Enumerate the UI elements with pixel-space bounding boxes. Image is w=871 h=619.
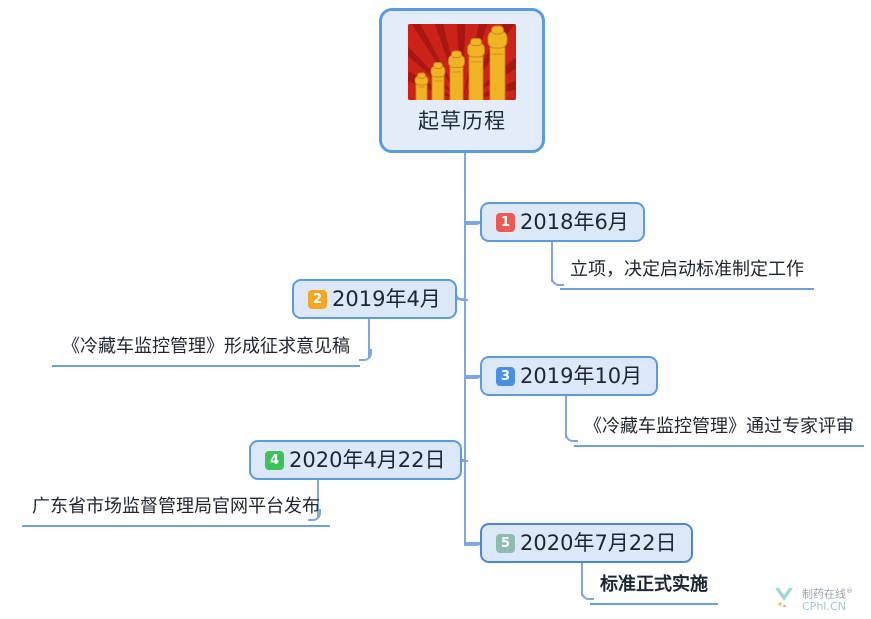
node-3-caption-stem xyxy=(565,396,567,438)
node-5-date: 2020年7月22日 xyxy=(520,530,677,555)
node-3-index-badge: 3 xyxy=(496,366,515,386)
node-3[interactable]: 3 2019年10月 xyxy=(480,356,659,396)
node-1-caption-elbow xyxy=(551,274,564,286)
root-node-label: 起草历程 xyxy=(418,109,506,133)
node-1-index-badge: 1 xyxy=(496,212,515,232)
node-3-caption-elbow xyxy=(565,430,578,442)
node-5-caption-stem xyxy=(581,563,583,596)
node-5-caption-elbow xyxy=(581,588,594,600)
branch-line-3 xyxy=(464,375,486,377)
raised-fists-illustration xyxy=(408,24,516,100)
node-1-date: 2018年6月 xyxy=(520,209,629,234)
watermark-registered-mark: ® xyxy=(846,586,853,595)
node-4-caption: 广东省市场监督管理局官网平台发布 xyxy=(22,494,330,527)
watermark: 制药在线® CPhI.CN xyxy=(772,582,867,616)
node-4-date: 2020年4月22日 xyxy=(289,447,446,472)
node-5-caption: 标准正式实施 xyxy=(590,572,718,605)
node-4[interactable]: 4 2020年4月22日 xyxy=(249,440,462,480)
cphi-logo-icon xyxy=(772,585,798,613)
node-5[interactable]: 5 2020年7月22日 xyxy=(480,523,693,563)
node-2-index-badge: 2 xyxy=(308,289,327,309)
branch-line-1 xyxy=(464,221,486,223)
node-2-caption: 《冷藏车监控管理》形成征求意见稿 xyxy=(52,334,360,367)
trunk-line xyxy=(464,153,466,544)
node-2-caption-elbow xyxy=(359,349,372,361)
node-4-caption-stem xyxy=(317,480,319,517)
branch-line-5 xyxy=(464,542,486,544)
node-2[interactable]: 2 2019年4月 xyxy=(292,279,457,319)
node-2-caption-stem xyxy=(368,319,370,357)
root-node[interactable]: 起草历程 xyxy=(379,8,545,153)
node-1[interactable]: 1 2018年6月 xyxy=(480,202,645,242)
node-5-index-badge: 5 xyxy=(496,533,515,553)
watermark-name: 制药在线 xyxy=(802,587,846,601)
watermark-domain: CPhI.CN xyxy=(802,600,846,614)
node-1-caption-stem xyxy=(551,242,553,282)
node-2-date: 2019年4月 xyxy=(332,286,441,311)
node-3-caption: 《冷藏车监控管理》通过专家评审 xyxy=(574,414,864,447)
node-4-caption-elbow xyxy=(308,509,321,521)
node-4-index-badge: 4 xyxy=(265,450,284,470)
node-3-date: 2019年10月 xyxy=(520,363,643,388)
node-1-caption: 立项，决定启动标准制定工作 xyxy=(560,257,814,290)
